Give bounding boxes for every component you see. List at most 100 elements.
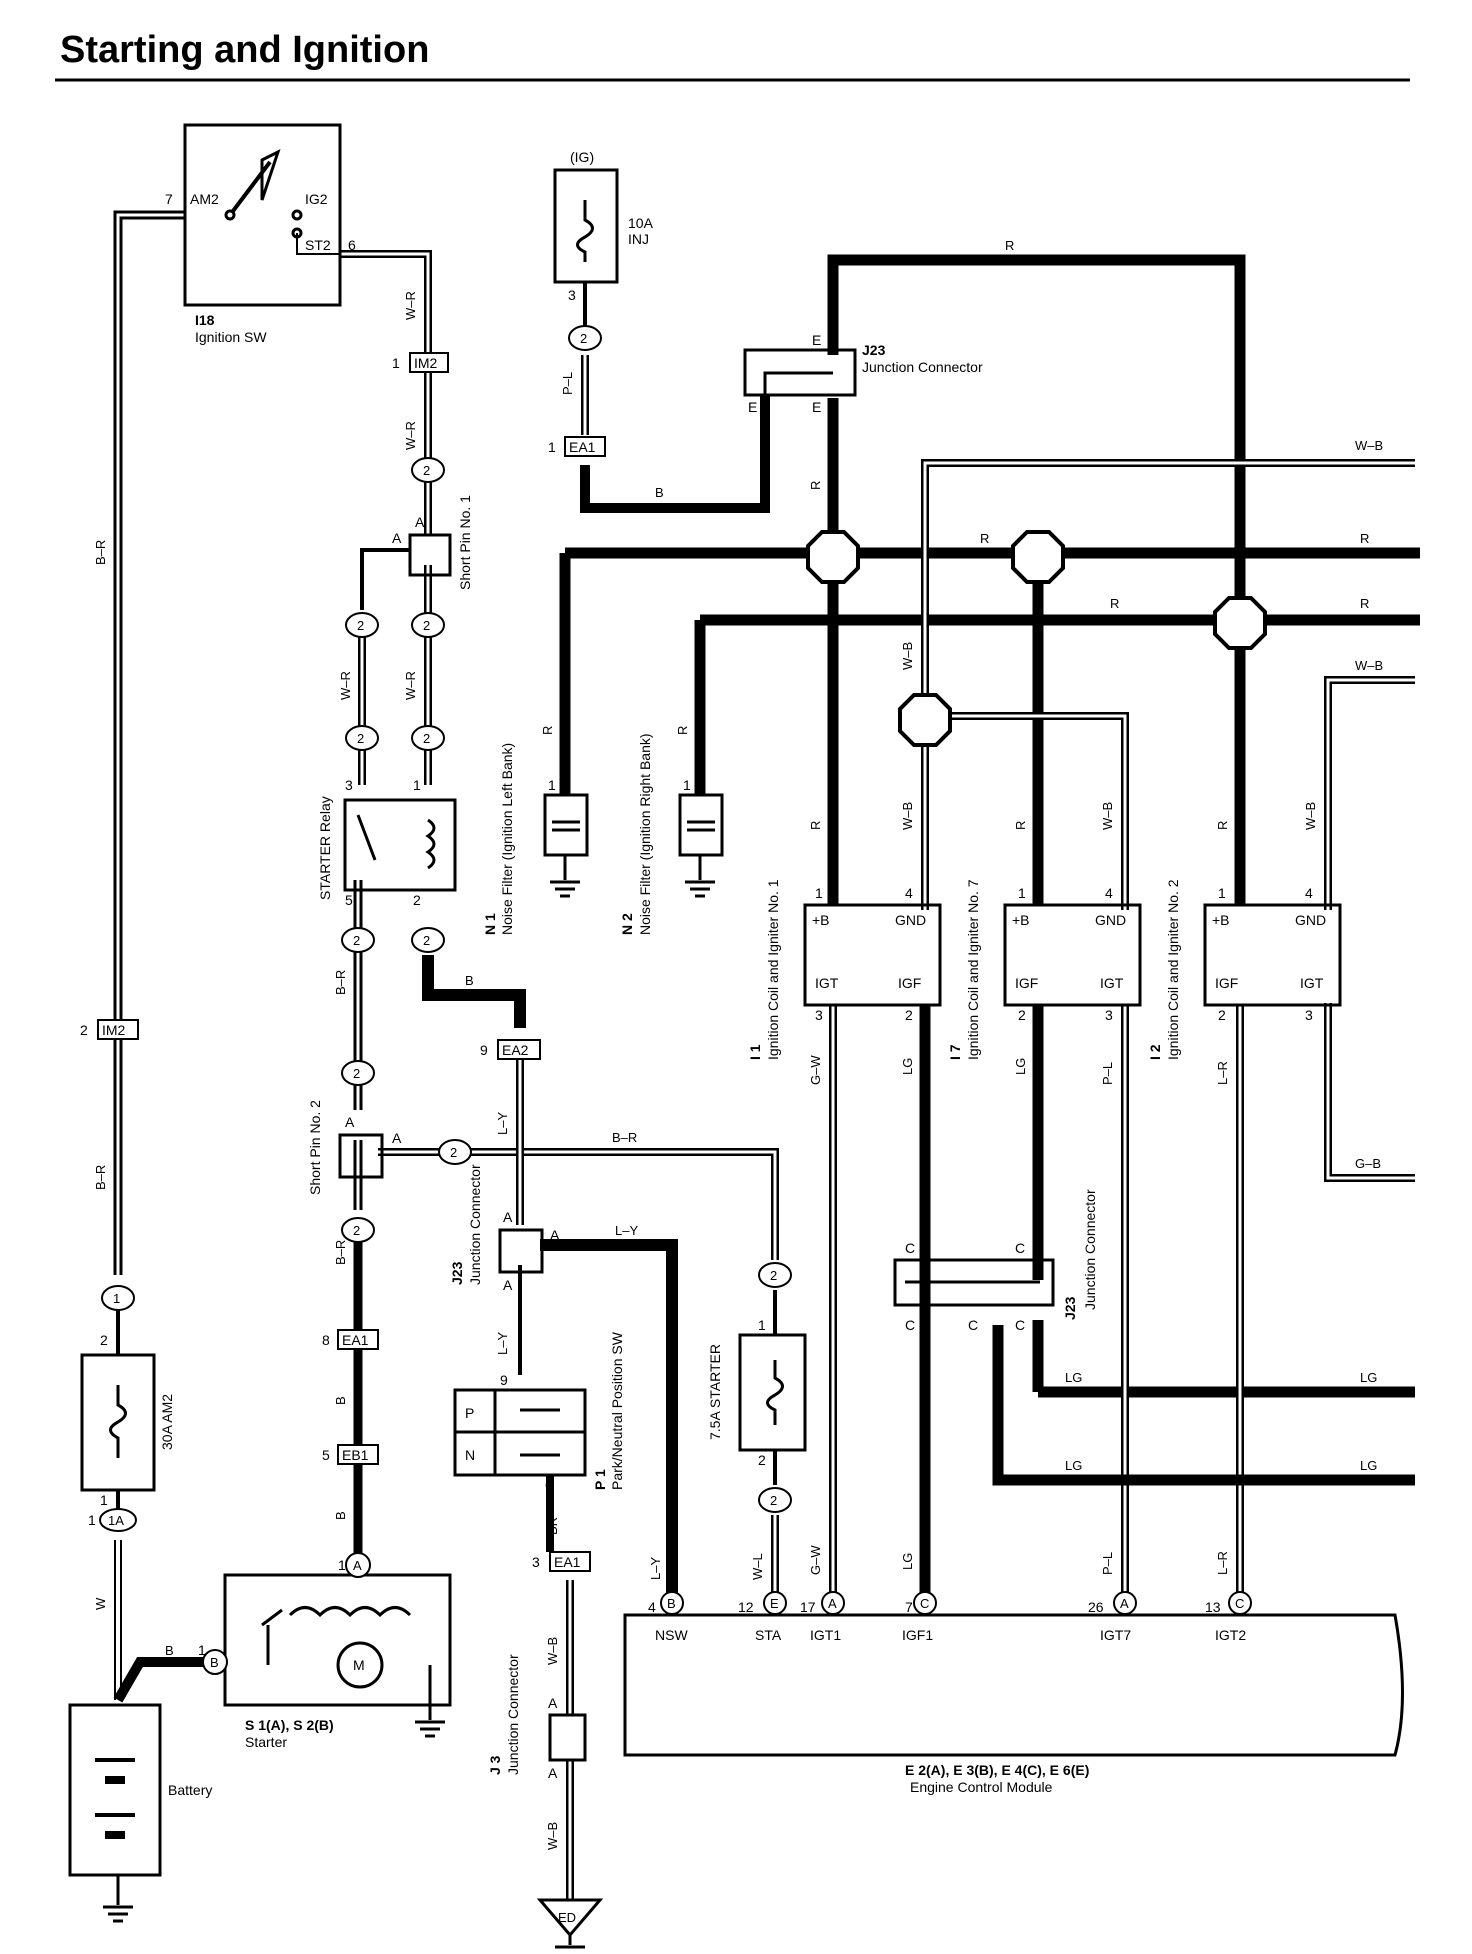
svg-text:IGF: IGF xyxy=(1215,975,1238,991)
svg-text:IM2: IM2 xyxy=(414,355,438,371)
svg-text:2: 2 xyxy=(423,731,430,746)
svg-text:C: C xyxy=(905,1317,915,1333)
svg-text:AM2: AM2 xyxy=(190,191,219,207)
svg-text:W–B: W–B xyxy=(1100,802,1115,830)
svg-text:INJ: INJ xyxy=(628,231,649,247)
svg-text:2: 2 xyxy=(758,1452,766,1468)
svg-text:A: A xyxy=(392,1130,402,1146)
svg-text:A: A xyxy=(828,1596,837,1611)
svg-text:E: E xyxy=(812,332,821,348)
svg-text:1: 1 xyxy=(683,777,691,793)
svg-text:E: E xyxy=(770,1596,779,1611)
svg-text:1: 1 xyxy=(392,355,400,371)
short-pin-1-box xyxy=(408,533,452,577)
svg-text:B–R: B–R xyxy=(333,1240,348,1265)
svg-text:Starter: Starter xyxy=(245,1734,287,1750)
j23-right-box xyxy=(893,1258,1055,1307)
j23-top-box xyxy=(743,348,857,397)
svg-text:W–B: W–B xyxy=(1303,802,1318,830)
svg-text:B–R: B–R xyxy=(612,1130,637,1145)
svg-text:E: E xyxy=(748,399,757,415)
inj-fuse-box xyxy=(553,168,619,284)
svg-text:+B: +B xyxy=(1212,912,1230,928)
svg-text:Park/Neutral Position SW: Park/Neutral Position SW xyxy=(609,1331,625,1490)
am2-fuse-box xyxy=(80,1353,156,1492)
svg-text:Battery: Battery xyxy=(168,1782,212,1798)
ecm-pin-circles xyxy=(660,1591,1252,1615)
svg-text:I 7: I 7 xyxy=(947,1044,963,1060)
coil-1-box xyxy=(803,903,942,1007)
svg-text:EA1: EA1 xyxy=(342,1332,369,1348)
svg-text:17: 17 xyxy=(800,1599,816,1615)
svg-text:IGF: IGF xyxy=(1015,975,1038,991)
svg-text:STA: STA xyxy=(755,1627,782,1643)
svg-text:26: 26 xyxy=(1088,1599,1104,1615)
svg-text:R: R xyxy=(1360,531,1369,546)
svg-text:R: R xyxy=(1005,238,1014,253)
svg-text:LG: LG xyxy=(1065,1370,1082,1385)
svg-text:W–B: W–B xyxy=(545,1822,560,1850)
svg-text:W–R: W–R xyxy=(403,291,418,320)
svg-text:3: 3 xyxy=(1305,1007,1313,1023)
svg-text:W–R: W–R xyxy=(403,671,418,700)
svg-text:2: 2 xyxy=(353,1223,360,1238)
svg-text:I 1: I 1 xyxy=(747,1044,763,1060)
svg-text:G–B: G–B xyxy=(1355,1156,1381,1171)
coil-7-box xyxy=(1003,903,1142,1007)
svg-text:LG: LG xyxy=(1013,1058,1028,1075)
svg-text:R: R xyxy=(808,821,823,830)
svg-text:Engine Control Module: Engine Control Module xyxy=(910,1779,1053,1795)
svg-text:1: 1 xyxy=(113,1291,120,1306)
svg-text:C: C xyxy=(1235,1596,1244,1611)
svg-text:2: 2 xyxy=(357,618,364,633)
noise-filter-1-box xyxy=(543,793,589,857)
svg-text:4: 4 xyxy=(1105,885,1113,901)
svg-text:IGF1: IGF1 xyxy=(902,1627,933,1643)
svg-text:Ignition Coil and Igniter No.: Ignition Coil and Igniter No. 1 xyxy=(765,879,781,1060)
svg-text:J23: J23 xyxy=(862,342,886,358)
svg-text:1: 1 xyxy=(338,1557,346,1573)
starter-box xyxy=(223,1573,452,1707)
svg-text:P–L: P–L xyxy=(1100,1062,1115,1085)
svg-text:IGT: IGT xyxy=(815,975,839,991)
svg-text:3: 3 xyxy=(1105,1007,1113,1023)
svg-text:C: C xyxy=(1015,1240,1025,1256)
svg-text:R: R xyxy=(1110,596,1119,611)
svg-text:EA2: EA2 xyxy=(502,1042,529,1058)
svg-text:A: A xyxy=(415,514,425,530)
battery-box xyxy=(68,1703,162,1877)
svg-text:B: B xyxy=(465,973,474,988)
svg-text:C: C xyxy=(920,1596,929,1611)
svg-text:Short Pin No. 1: Short Pin No. 1 xyxy=(457,495,473,590)
svg-text:E 2(A), E 3(B), E 4(C), E 6(E): E 2(A), E 3(B), E 4(C), E 6(E) xyxy=(905,1762,1089,1778)
svg-text:L–Y: L–Y xyxy=(648,1557,663,1580)
svg-text:3: 3 xyxy=(568,287,576,303)
svg-text:A: A xyxy=(345,1114,355,1130)
svg-text:R: R xyxy=(808,481,823,490)
svg-text:B–R: B–R xyxy=(93,1165,108,1190)
svg-text:P–L: P–L xyxy=(1100,1552,1115,1575)
svg-text:3: 3 xyxy=(532,1554,540,1570)
svg-text:IGT: IGT xyxy=(1100,975,1124,991)
svg-text:2: 2 xyxy=(357,731,364,746)
svg-text:1: 1 xyxy=(413,777,421,793)
svg-text:2: 2 xyxy=(353,933,360,948)
svg-text:A: A xyxy=(550,1227,560,1243)
svg-text:W–B: W–B xyxy=(545,1637,560,1665)
svg-text:2: 2 xyxy=(450,1145,457,1160)
svg-text:2: 2 xyxy=(1018,1007,1026,1023)
svg-text:R: R xyxy=(980,531,989,546)
svg-text:R: R xyxy=(675,726,690,735)
svg-text:W–B: W–B xyxy=(1355,658,1383,673)
svg-text:STARTER Relay: STARTER Relay xyxy=(317,796,333,900)
svg-text:NSW: NSW xyxy=(655,1627,688,1643)
splice-wb xyxy=(898,693,952,747)
svg-text:R: R xyxy=(1013,821,1028,830)
svg-text:B: B xyxy=(333,1396,348,1405)
svg-text:P–L: P–L xyxy=(560,372,575,395)
starter-relay-box xyxy=(343,798,457,892)
svg-text:12: 12 xyxy=(738,1599,754,1615)
svg-text:1: 1 xyxy=(100,1492,108,1508)
svg-text:J23: J23 xyxy=(1062,1296,1078,1320)
